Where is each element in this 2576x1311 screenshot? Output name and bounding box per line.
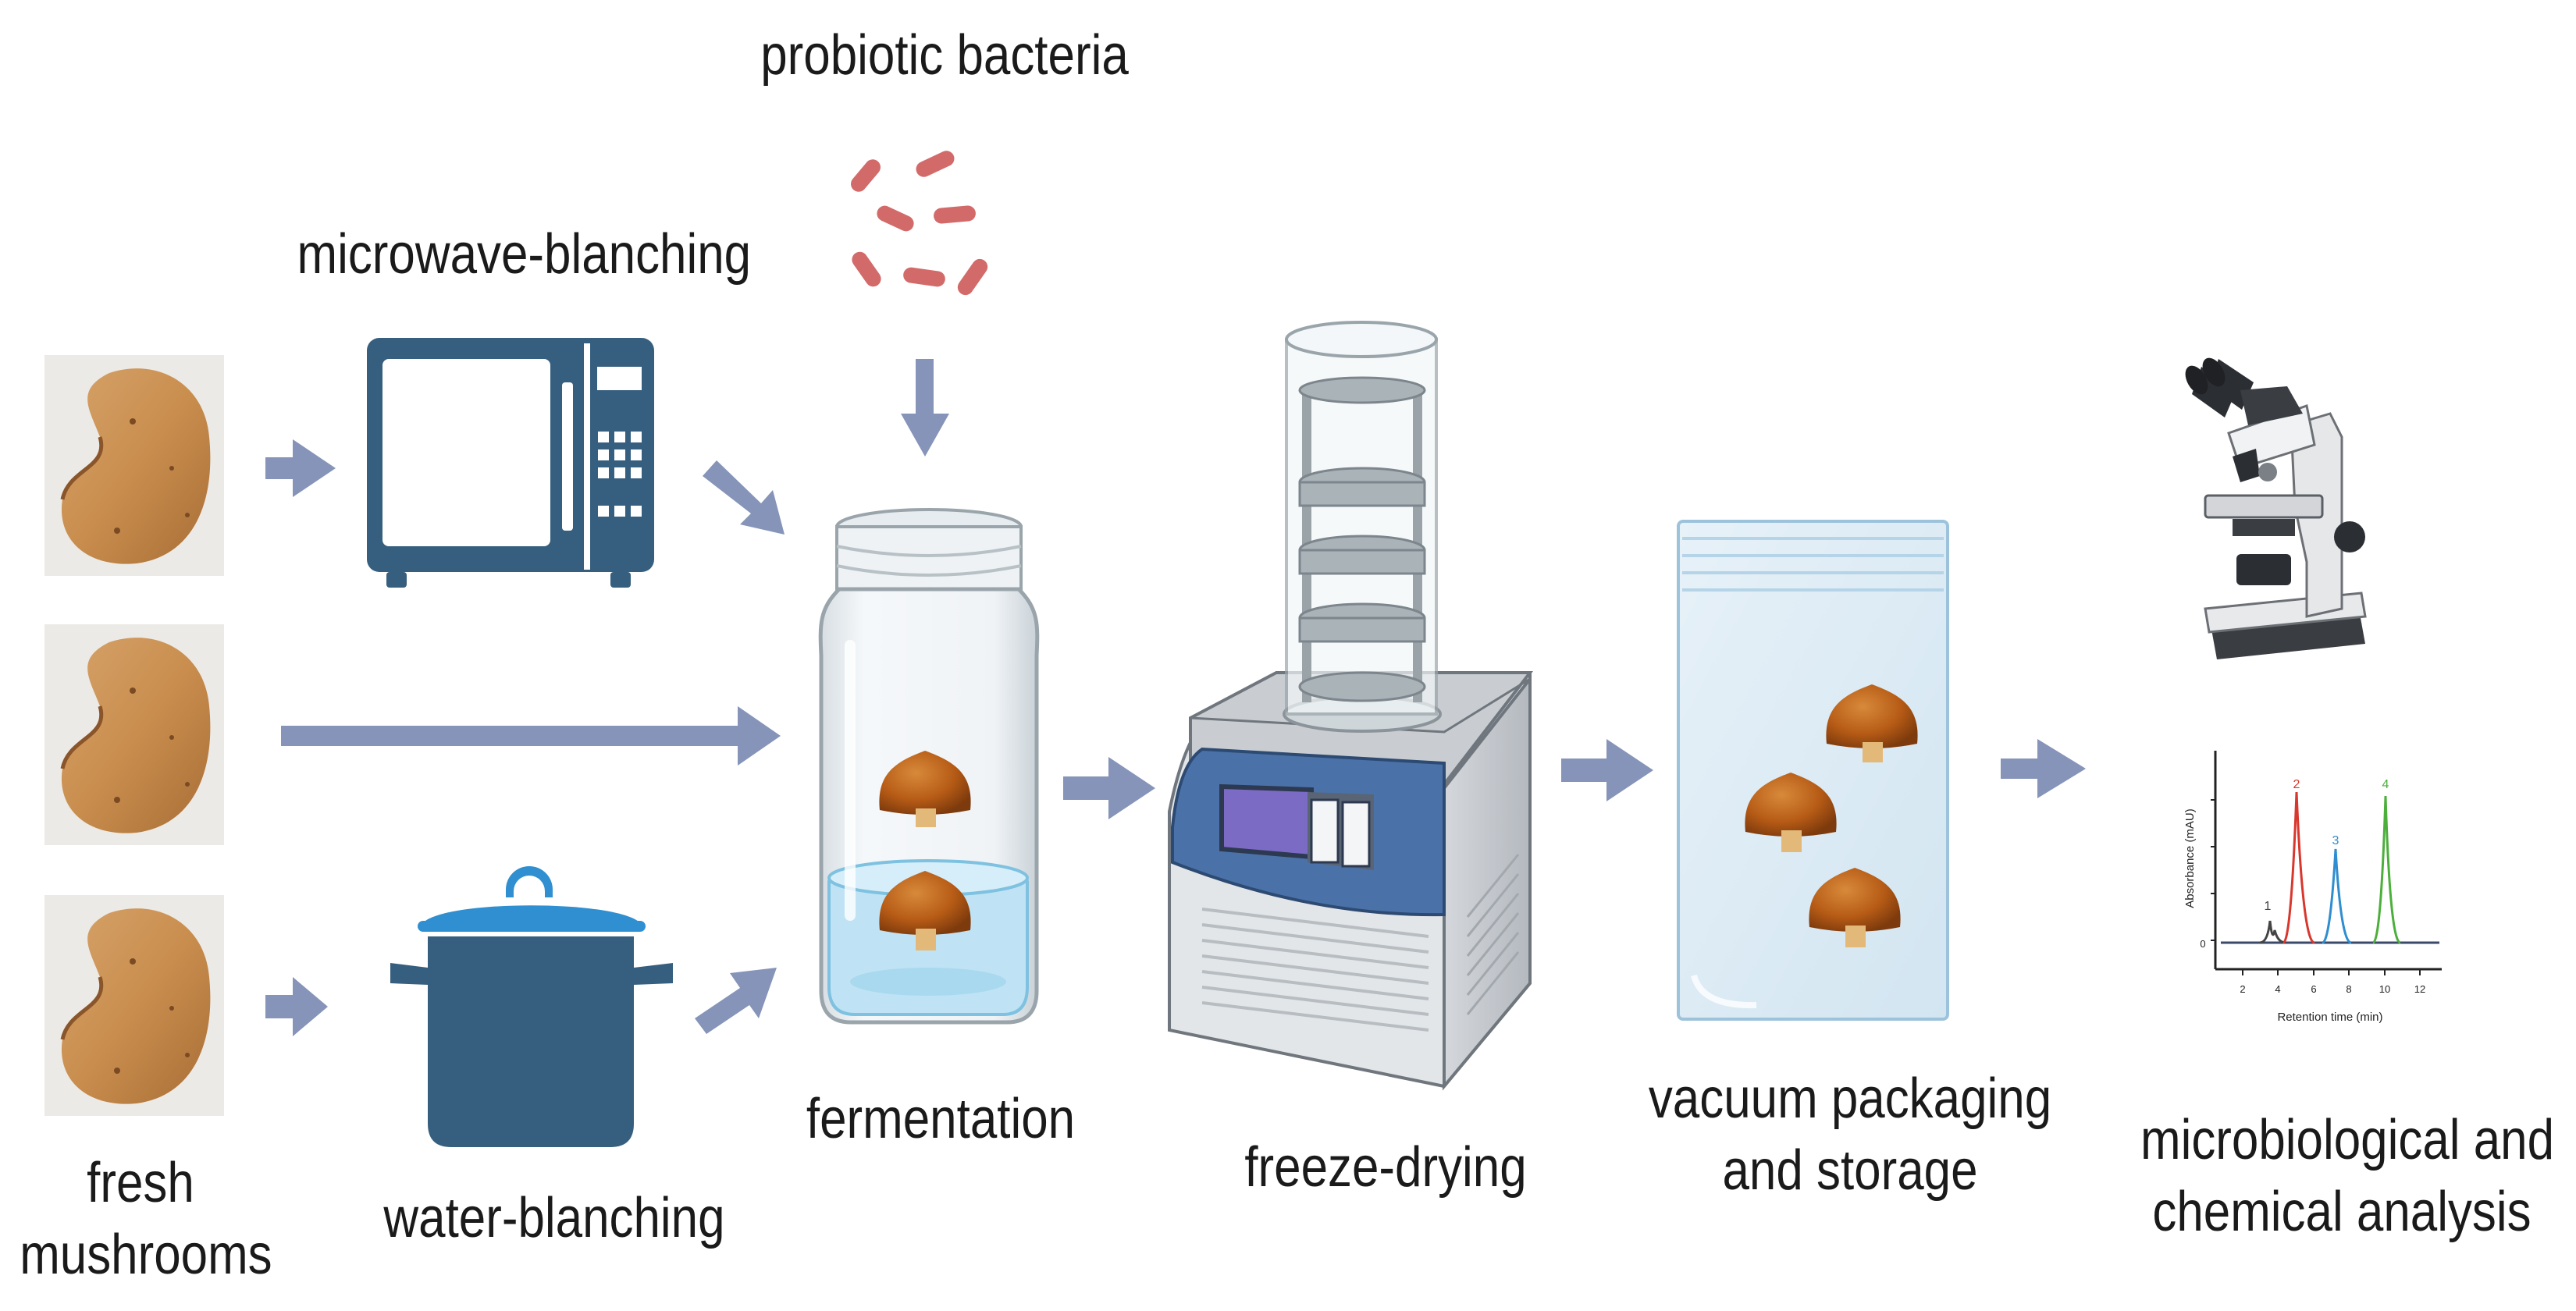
- flow-arrows: [265, 359, 2086, 1036]
- chromatogram-xtick: 12: [2414, 983, 2425, 995]
- chromatogram-xtick: 10: [2379, 983, 2390, 995]
- chromatogram-peak-label: 4: [2382, 778, 2389, 791]
- mushroom-photo: [44, 624, 224, 845]
- label-microwave-blanching: microwave-blanching: [297, 223, 752, 286]
- label-fermentation: fermentation: [806, 1088, 1076, 1150]
- chromatogram-icon: 2 4 6 8 10 12 0 Retention time (min) Abs…: [2183, 751, 2442, 1024]
- arrow-to-pot: [265, 977, 328, 1036]
- chromatogram-peak-1: [2259, 920, 2286, 944]
- chromatogram-xtick: 2: [2240, 983, 2245, 995]
- chromatogram-yzero: 0: [2200, 938, 2205, 950]
- arrow-straight-to-jar: [281, 706, 781, 766]
- arrow-to-freezer: [1063, 757, 1155, 819]
- chromatogram-ylabel: Absorbance (mAU): [2183, 808, 2197, 908]
- freeze-dryer-icon: [1168, 321, 1534, 1091]
- chromatogram-xtick: 6: [2311, 983, 2316, 995]
- label-fresh-mushrooms: fresh mushrooms: [20, 1152, 272, 1286]
- bag-icon: [1677, 520, 1949, 1021]
- chromatogram-peak-label: 2: [2293, 778, 2300, 791]
- jar-icon: [818, 508, 1040, 1025]
- bacteria-icon: [851, 151, 988, 296]
- arrow-to-analysis: [2001, 739, 2086, 798]
- microwave-icon: [367, 338, 654, 588]
- label-vacuum-packaging: vacuum packaging and storage: [1648, 1068, 2052, 1202]
- mushroom-photo: [44, 355, 224, 576]
- arrow-to-bag: [1561, 739, 1653, 801]
- label-water-blanching: water-blanching: [383, 1187, 725, 1249]
- chromatogram-peak-label: 1: [2265, 900, 2272, 913]
- arrow-microwave-to-jar: [703, 460, 785, 535]
- arrow-bacteria-down: [901, 359, 949, 457]
- arrow-to-microwave: [265, 439, 336, 497]
- chromatogram-peak-3: [2322, 848, 2352, 944]
- chromatogram-peak-label: 3: [2332, 834, 2339, 847]
- label-freeze-drying: freeze-drying: [1244, 1136, 1527, 1199]
- microscope-icon: [2185, 357, 2367, 659]
- pot-icon: [390, 866, 673, 1147]
- chromatogram-xtick: 8: [2346, 983, 2351, 995]
- label-analysis: microbiological and chemical analysis: [2140, 1109, 2555, 1243]
- mushroom-photo: [44, 895, 224, 1116]
- arrow-pot-to-jar: [695, 968, 777, 1034]
- chromatogram-xtick: 4: [2275, 983, 2280, 995]
- label-probiotic-bacteria: probiotic bacteria: [760, 24, 1129, 87]
- chromatogram-peak-2: [2282, 791, 2315, 944]
- chromatogram-xlabel: Retention time (min): [2277, 1011, 2382, 1024]
- chromatogram-peak-4: [2372, 795, 2401, 944]
